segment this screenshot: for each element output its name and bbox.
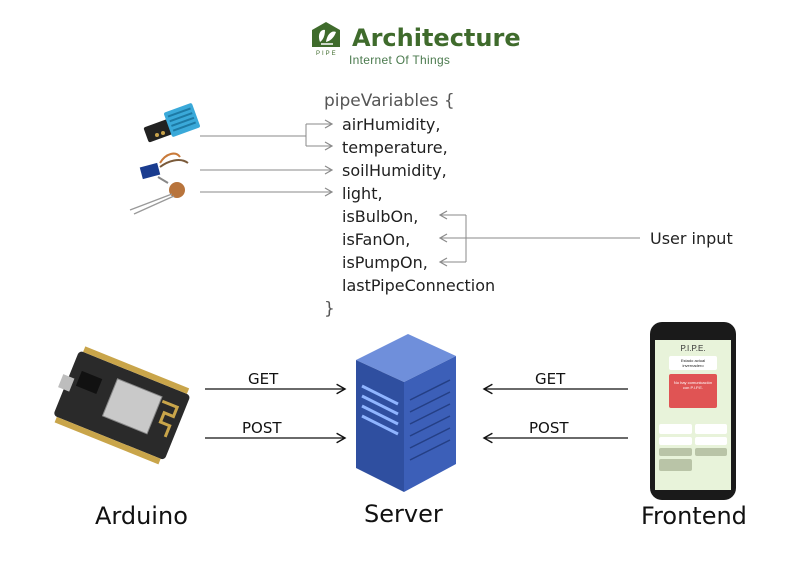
frontend-post-label: POST xyxy=(529,419,569,437)
code-field: isPumpOn, xyxy=(342,253,428,272)
server-label: Server xyxy=(364,500,443,528)
code-field: isBulbOn, xyxy=(342,207,419,226)
phone-tiles xyxy=(659,424,727,471)
server-icon xyxy=(348,330,463,495)
frontend-label: Frontend xyxy=(641,502,747,530)
phone-status-card: Estado actual invernadero xyxy=(669,356,717,370)
phone-screen: P.I.P.E. Estado actual invernadero No ha… xyxy=(655,340,731,490)
arduino-post-label: POST xyxy=(242,419,282,437)
user-input-label: User input xyxy=(650,229,733,248)
page-subtitle: Internet Of Things xyxy=(349,53,451,67)
page-title: Architecture xyxy=(352,24,521,52)
code-open: pipeVariables { xyxy=(324,91,455,111)
code-field: isFanOn, xyxy=(342,230,411,249)
ldr-sensor-icon xyxy=(128,180,193,215)
code-field: lastPipeConnection xyxy=(342,276,496,295)
soil-sensor-icon xyxy=(136,143,196,188)
dht-sensor-icon xyxy=(143,103,203,148)
frontend-get-label: GET xyxy=(535,370,566,388)
arduino-label: Arduino xyxy=(95,502,188,530)
arduino-board-icon xyxy=(40,340,200,480)
logo-text: PIPE xyxy=(316,51,338,57)
code-close: } xyxy=(324,299,335,319)
logo-icon xyxy=(309,20,343,50)
phone-title: P.I.P.E. xyxy=(680,344,706,353)
code-field: airHumidity, xyxy=(342,115,441,134)
arduino-get-label: GET xyxy=(248,370,279,388)
code-field: temperature, xyxy=(342,138,448,157)
code-field: soilHumidity, xyxy=(342,161,447,180)
phone-alert: No hay comunicación con P.I.P.E. xyxy=(669,374,717,408)
phone-device: P.I.P.E. Estado actual invernadero No ha… xyxy=(650,322,736,500)
code-field: light, xyxy=(342,184,383,203)
